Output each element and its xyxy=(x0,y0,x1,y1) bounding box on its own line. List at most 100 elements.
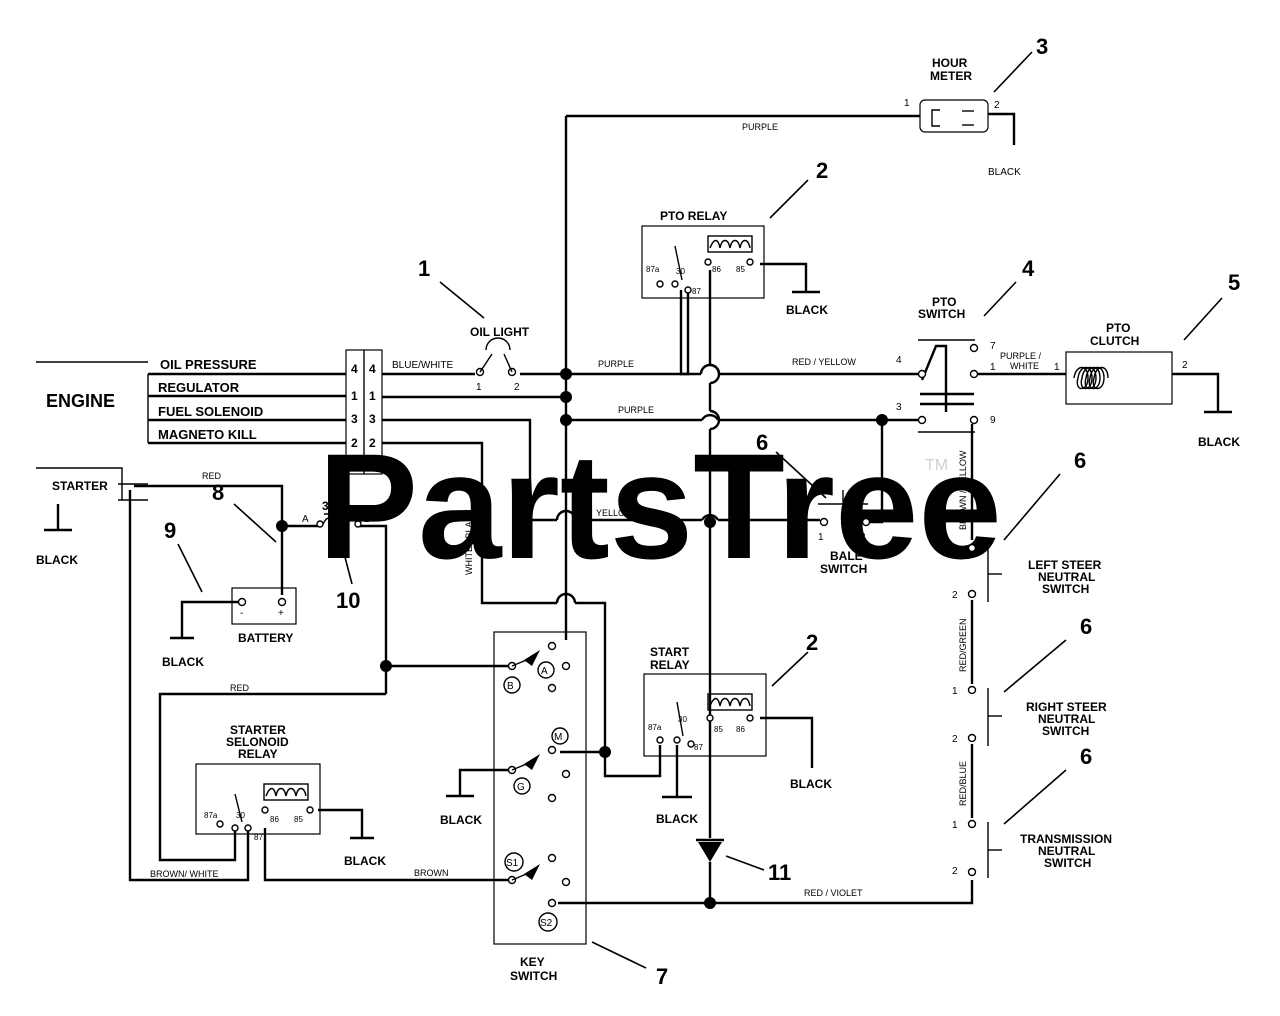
ssr-label-2: SELONOID xyxy=(226,735,289,749)
starter: STARTER BLACK xyxy=(36,467,148,567)
start-relay-label-1: START xyxy=(650,645,690,659)
pto-relay-pin-87: 87 xyxy=(692,287,701,296)
battery-label: BATTERY xyxy=(238,631,293,645)
connector-pin-left-3: 3 xyxy=(351,412,358,426)
wires: BLUE/WHITE YELLOW / RED WHITE / BLACK PU… xyxy=(128,112,1232,905)
pto-clutch-pin-1: 1 xyxy=(1054,362,1060,373)
fuse-30a: 30A A B 10 xyxy=(302,499,371,613)
pto-switch-pin-7: 7 xyxy=(990,341,996,352)
left-steer-label-3: SWITCH xyxy=(1042,582,1089,596)
fuse-pin-b: B xyxy=(364,514,371,525)
callout-2-start: 2 xyxy=(806,630,818,655)
start-relay-pin-30: 30 xyxy=(678,715,687,724)
engine-lead-magneto-kill: MAGNETO KILL xyxy=(158,427,257,442)
battery: - + BATTERY BLACK 9 8 xyxy=(162,480,297,669)
ssr-ground-label: BLACK xyxy=(344,854,386,868)
wire-label-red-violet: RED / VIOLET xyxy=(804,888,863,898)
key-terminal-b: B xyxy=(507,681,514,692)
battery-pos: + xyxy=(278,608,284,619)
callout-4: 4 xyxy=(1022,256,1035,281)
watermark: PartsTree xyxy=(318,422,1002,590)
callout-9: 9 xyxy=(164,518,176,543)
callout-8: 8 xyxy=(212,480,224,505)
wire-label-red-lower: RED xyxy=(230,683,250,693)
connector-pin-left-4: 4 xyxy=(351,362,358,376)
callout-7: 7 xyxy=(656,964,668,989)
wire-label-red-green: RED/GREEN xyxy=(958,618,968,672)
hour-meter-label-1: HOUR xyxy=(932,56,968,70)
engine-lead-oil-pressure: OIL PRESSURE xyxy=(160,357,257,372)
pto-relay-pin-86: 86 xyxy=(712,265,721,274)
oil-light-pin-1: 1 xyxy=(476,382,482,393)
connector-pin-right-4: 4 xyxy=(369,362,376,376)
start-relay-pin-85: 85 xyxy=(714,725,723,734)
wire-label-purple-white-1: PURPLE / xyxy=(1000,351,1042,361)
start-relay-pin-87: 87 xyxy=(694,743,703,752)
pto-relay-pin-85: 85 xyxy=(736,265,745,274)
transmission-label-3: SWITCH xyxy=(1044,856,1091,870)
wire-label-purple-top: PURPLE xyxy=(742,122,778,132)
watermark-tm: TM xyxy=(925,457,948,474)
wire-label-brown-white: BROWN/ WHITE xyxy=(150,869,219,879)
left-steer-label-1: LEFT STEER xyxy=(1028,558,1102,572)
key-terminal-m: M xyxy=(554,732,562,743)
pto-relay-label: PTO RELAY xyxy=(660,209,727,223)
callout-3: 3 xyxy=(1036,34,1048,59)
pto-clutch-pin-2: 2 xyxy=(1182,360,1188,371)
starter-label: STARTER xyxy=(52,479,108,493)
right-steer-pin-1: 1 xyxy=(952,686,958,697)
transmission-label-2: NEUTRAL xyxy=(1038,844,1095,858)
wire-label-purple-switch: PURPLE xyxy=(618,405,654,415)
callout-1: 1 xyxy=(418,256,430,281)
callout-2-pto: 2 xyxy=(816,158,828,183)
connector-pin-left-2: 2 xyxy=(351,436,358,450)
key-switch-label-1: KEY xyxy=(520,955,545,969)
pto-switch-label-2: SWITCH xyxy=(918,307,965,321)
bale-switch-pin-2: 2 xyxy=(860,532,866,543)
fuse-label: 30A xyxy=(322,499,344,513)
left-steer-label-2: NEUTRAL xyxy=(1038,570,1095,584)
right-steer-label-2: NEUTRAL xyxy=(1038,712,1095,726)
pto-switch-pin-9: 9 xyxy=(990,415,996,426)
fuse-pin-a: A xyxy=(302,514,309,525)
wire-label-brown-yellow: BROWN / YELLOW xyxy=(958,450,968,530)
key-switch-label-2: SWITCH xyxy=(510,969,557,983)
key-switch-ground-label: BLACK xyxy=(440,813,482,827)
bale-switch-label-2: SWITCH xyxy=(820,562,867,576)
wire-label-red-blue: RED/BLUE xyxy=(958,761,968,806)
hour-meter-pin-2: 2 xyxy=(994,100,1000,111)
ssr-pin-87a: 87a xyxy=(204,811,218,820)
ssr-label-3: RELAY xyxy=(238,747,278,761)
oil-light-pin-2: 2 xyxy=(514,382,520,393)
bale-switch-pin-1: 1 xyxy=(818,532,824,543)
wire-label-purple-white-2: WHITE xyxy=(1010,361,1039,371)
start-relay-pin-86: 86 xyxy=(736,725,745,734)
left-steer-neutral-switch: 1 2 LEFT STEER NEUTRAL SWITCH 6 xyxy=(952,448,1102,602)
pto-relay: PTO RELAY 87a 30 87 86 85 BLACK 2 xyxy=(641,158,828,317)
transmission-pin-2: 2 xyxy=(952,866,958,877)
callout-6-bale: 6 xyxy=(756,430,768,455)
pto-relay-pin-30: 30 xyxy=(676,267,685,276)
battery-ground-label: BLACK xyxy=(162,655,204,669)
callout-6-left: 6 xyxy=(1074,448,1086,473)
pto-clutch-ground-label: BLACK xyxy=(1198,435,1240,449)
wire-label-blue-white: BLUE/WHITE xyxy=(392,360,453,371)
junctions xyxy=(276,368,888,909)
callout-6-transmission: 6 xyxy=(1080,744,1092,769)
connector-pin-right-2: 2 xyxy=(369,436,376,450)
key-terminal-s1: S1 xyxy=(506,858,519,869)
callout-5: 5 xyxy=(1228,270,1240,295)
hour-meter-ground-label: BLACK xyxy=(988,167,1021,178)
wire-label-purple-relay: PURPLE xyxy=(598,359,634,369)
hour-meter: HOUR METER 1 2 BLACK 3 xyxy=(904,34,1048,178)
ssr-pin-86: 86 xyxy=(270,815,279,824)
pto-relay-ground-label: BLACK xyxy=(786,303,828,317)
start-relay-black-label: BLACK xyxy=(790,777,832,791)
battery-neg: - xyxy=(240,608,243,619)
right-steer-label-1: RIGHT STEER xyxy=(1026,700,1107,714)
start-relay-label-2: RELAY xyxy=(650,658,690,672)
right-steer-pin-2: 2 xyxy=(952,734,958,745)
transmission-neutral-switch: 1 2 TRANSMISSION NEUTRAL SWITCH 6 xyxy=(952,744,1112,878)
key-terminal-s2: S2 xyxy=(540,918,553,929)
callout-11: 11 xyxy=(768,860,791,885)
